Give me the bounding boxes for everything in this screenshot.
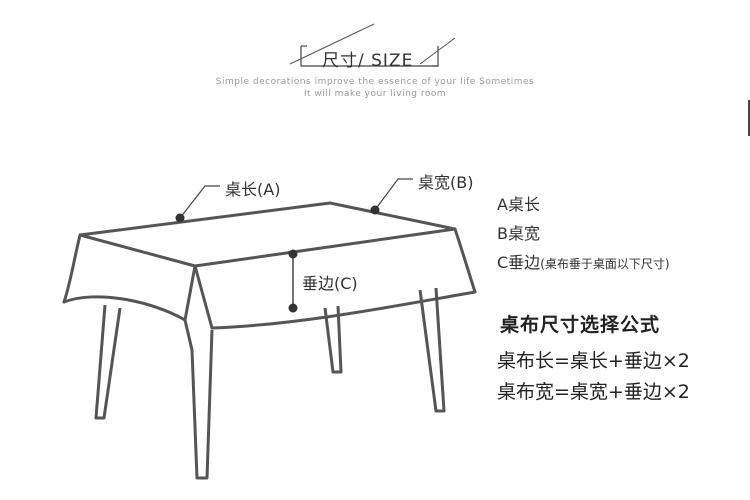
dot-drop-top xyxy=(288,249,298,259)
size-header: 尺寸/ SIZE Simple decorations improve the … xyxy=(0,0,750,110)
legend-b: B桌宽 xyxy=(497,224,540,243)
formula-title: 桌布尺寸选择公式 xyxy=(500,314,661,336)
edge-divider xyxy=(748,100,750,136)
page-title: 尺寸/ SIZE xyxy=(322,51,414,71)
tablecloth-top-outline xyxy=(78,201,457,268)
formula-width: 桌布宽=桌宽+垂边×2 xyxy=(497,381,690,403)
formula-length: 桌布长=桌长+垂边×2 xyxy=(497,350,690,372)
label-drop: 垂边(C) xyxy=(302,274,358,293)
title-frame xyxy=(289,23,456,67)
label-table-length: 桌长(A) xyxy=(225,180,281,199)
drape-right-edge xyxy=(453,227,477,294)
drape-front-corner xyxy=(183,264,197,322)
legend-c-note: (桌布垂于桌面以下尺寸) xyxy=(540,257,670,271)
legend-c-main: C垂边 xyxy=(497,253,541,272)
leader-length xyxy=(179,185,220,219)
table-leg-left xyxy=(94,304,122,420)
table-leg-back xyxy=(323,305,343,374)
legend-c: C垂边(桌布垂于桌面以下尺寸) xyxy=(497,249,670,273)
legend-a: A桌长 xyxy=(497,195,540,214)
page-subtitle-line-2: It will make your living room xyxy=(303,89,447,99)
drape-left-edge xyxy=(62,233,82,304)
label-table-width: 桌宽(B) xyxy=(418,173,474,192)
dot-drop-bottom xyxy=(288,303,298,313)
table-leg-front xyxy=(190,329,214,480)
dot-length xyxy=(175,213,185,223)
drape-right-bottom xyxy=(210,290,477,330)
dot-width xyxy=(370,205,380,215)
table-leg-right xyxy=(418,287,446,413)
drape-front-bottom xyxy=(62,295,194,352)
page-subtitle-line-1: Simple decorations improve the essence o… xyxy=(215,77,535,87)
drape-front-fold xyxy=(193,264,214,330)
leader-width xyxy=(374,178,413,211)
